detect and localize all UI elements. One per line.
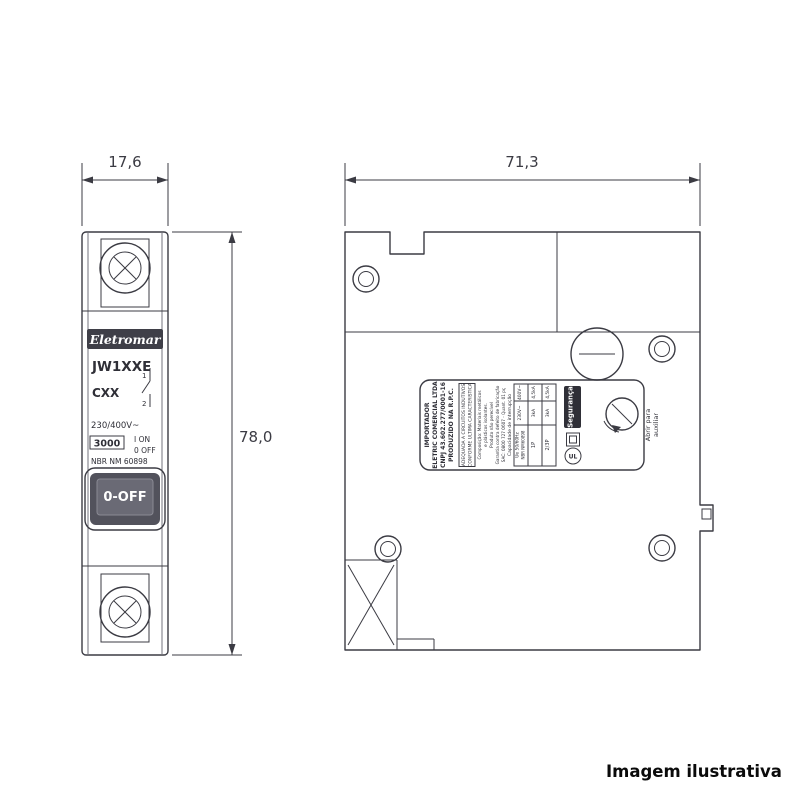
- label-ratings-table: Ue 50/60Hz NBR NM60898 230V~ 400V~ 1P 3k…: [513, 383, 557, 467]
- dim-arrow-right: [157, 176, 168, 184]
- table-pole1: 1P: [531, 442, 537, 448]
- auxiliary-open-label-2: auxiliar: [652, 413, 660, 437]
- calibration-screw-icon: [570, 327, 624, 381]
- table-voltage-2: 400V~: [517, 385, 523, 400]
- side-terminal-detail: [345, 559, 398, 650]
- brand-logo: Eletromar: [89, 332, 162, 347]
- front-width-dimension: 17,6: [81, 153, 169, 226]
- table-voltage-1: 230V~: [517, 405, 523, 420]
- terminal-number-bottom: 2: [142, 400, 146, 408]
- toggle-lever: [96, 478, 154, 516]
- table-pole1-val2: 4,5kA: [531, 386, 537, 399]
- brand-plate: Eletromar: [87, 329, 163, 349]
- model-number: JW1XXE: [91, 359, 151, 375]
- front-bottom-terminal: [99, 573, 151, 643]
- table-pole1-val1: 3kA: [531, 409, 537, 417]
- label-importer-1: IMPORTADOR: [424, 402, 431, 447]
- front-top-terminal: [99, 238, 151, 308]
- dim-arrow-left: [345, 176, 356, 184]
- safety-badge: Segurança: [564, 386, 581, 428]
- voltage-rating: 230/400V~: [91, 421, 139, 431]
- double-insulation-icon: [566, 432, 580, 447]
- table-standard: NBR NM60898: [521, 430, 526, 459]
- front-width-value: 17,6: [108, 153, 141, 171]
- dim-arrow-bottom: [228, 644, 236, 655]
- din-clip: [701, 508, 712, 520]
- dim-arrow-right: [689, 176, 700, 184]
- off-marking: 0 OFF: [134, 446, 156, 455]
- dim-arrow-left: [82, 176, 93, 184]
- label-importer-2: ELETRIC COMERCIAL LTDA: [432, 381, 439, 469]
- auxiliary-knob-icon: [603, 397, 639, 433]
- auxiliary-open-label-1: Abrir para: [644, 409, 652, 442]
- label-info-4: Garantia contra defeito de fabricação: [495, 385, 500, 464]
- terminal-number-top: 1: [142, 372, 146, 380]
- table-pole23: 2/3P: [545, 439, 551, 450]
- label-info-1: Composição: Materiais metálicos: [477, 390, 482, 459]
- circuit-symbol-icon: 1 2: [141, 368, 151, 408]
- rivet-top-right: [648, 335, 676, 363]
- table-header: Ue 50/60Hz: [515, 432, 521, 458]
- label-importer-4: PRODUZIDO NA R.P.C.: [448, 388, 455, 462]
- side-width-value: 71,3: [505, 153, 538, 171]
- label-info-6: Capacidade de interrupção: [507, 394, 513, 456]
- rivet-bottom-right: [648, 534, 676, 562]
- front-body-outline: [81, 231, 169, 656]
- table-pole23-val2: 4,5kA: [545, 386, 551, 399]
- certification-mark-icon: UL: [564, 447, 582, 465]
- label-info-5: SAC: 0800 727 0607 - Quant. 01 pç: [501, 387, 506, 462]
- on-marking: I ON: [134, 435, 150, 444]
- rivet-top-left: [352, 265, 380, 293]
- toggle-position-label: 0-OFF: [103, 490, 146, 505]
- side-view: 71,3: [344, 153, 714, 651]
- front-height-value: 78,0: [239, 428, 272, 446]
- front-height-dimension: 78,0: [172, 231, 272, 656]
- front-view: 17,6 78,0 El: [81, 153, 272, 656]
- label-notice-1: ADEQUADA A CIRCUITOS INDUTIVOS: [461, 384, 467, 466]
- safety-badge-label: Segurança: [567, 386, 575, 428]
- standard-marking: NBR NM 60898: [91, 457, 148, 466]
- bottom-screw-icon: [99, 586, 151, 638]
- label-info-3: Produto não perecível: [489, 402, 494, 448]
- product-label: IMPORTADOR ELETRIC COMERCIAL LTDA CNPJ 4…: [419, 379, 645, 471]
- breaking-capacity-box: 3000: [89, 435, 125, 450]
- side-width-dimension: 71,3: [344, 153, 701, 226]
- toggle-switch: 0-OFF: [84, 467, 166, 531]
- curve-code: CXX: [92, 386, 120, 400]
- label-notice-2: CONFORME ULTIMA CARACTERISTICA: [468, 382, 474, 467]
- certification-mark-text: UL: [569, 454, 578, 461]
- breaking-capacity-value: 3000: [94, 439, 121, 450]
- table-pole23-val1: 3kA: [545, 409, 551, 417]
- label-importer-3: CNPJ 43.602.277/0001-16: [440, 382, 447, 468]
- label-info-2: e plásticos isolantes.: [483, 403, 488, 447]
- dim-arrow-top: [228, 232, 236, 243]
- illustrative-image-caption: Imagem ilustrativa: [606, 762, 782, 781]
- side-profile-outline: [344, 231, 714, 651]
- rivet-bottom-left: [374, 535, 402, 563]
- top-screw-icon: [99, 242, 151, 294]
- label-notice-box: [458, 383, 476, 467]
